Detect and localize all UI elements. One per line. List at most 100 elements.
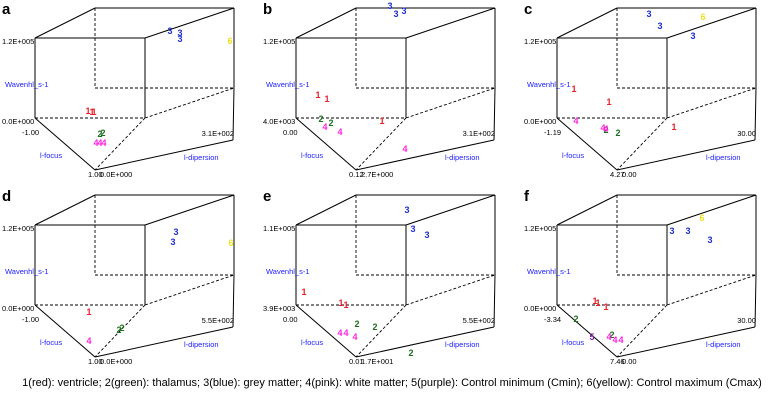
panel-label: b <box>263 1 272 18</box>
axis-title-l-focus: l-focus <box>301 151 323 160</box>
data-point-2: 2 <box>119 323 124 333</box>
axis-title-l-focus: l-focus <box>301 338 323 347</box>
cube-edge <box>754 274 757 328</box>
data-point-3: 3 <box>669 226 674 236</box>
data-point-4: 4 <box>573 116 578 126</box>
data-point-2: 2 <box>408 348 413 358</box>
cube-edge <box>34 194 96 226</box>
tick-label: 0.01 <box>349 357 364 366</box>
data-point-4: 4 <box>352 332 357 342</box>
tick-label: 3.1E+002 <box>463 129 495 138</box>
cube-hidden-edge <box>666 274 757 306</box>
panel-label: d <box>2 188 11 205</box>
axis-title-wavenhl: Wavenhl_s-1 <box>527 80 571 89</box>
cube-edge <box>666 194 757 226</box>
axis-title-l-dipersion: l-dipersion <box>706 340 741 349</box>
tick-label: 1.00 <box>88 170 103 179</box>
cube-hidden-edge <box>405 274 496 306</box>
axis-title-wavenhl: Wavenhl_s-1 <box>527 267 571 276</box>
data-point-1: 1 <box>603 302 608 312</box>
cube-hidden-edge <box>405 87 496 119</box>
tick-label: 0.0E+000 <box>524 304 556 313</box>
tick-label: 30.00 <box>737 129 756 138</box>
tick-label: 0.0E+000 <box>2 117 34 126</box>
cube-hidden-edge <box>94 304 146 358</box>
data-point-2: 2 <box>615 128 620 138</box>
data-point-1: 1 <box>85 106 90 116</box>
cube-hidden-edge <box>144 87 235 119</box>
cube-edge <box>232 274 235 328</box>
data-point-3: 3 <box>707 235 712 245</box>
tick-label: 0.0E+000 <box>100 170 132 179</box>
data-point-4: 4 <box>612 335 617 345</box>
cube-edge <box>355 139 495 171</box>
tick-label: 2.7E+000 <box>361 170 393 179</box>
data-point-2: 2 <box>354 319 359 329</box>
cube-edge <box>295 7 357 39</box>
cube-hidden-edge <box>355 117 407 171</box>
data-point-5: 5 <box>589 332 594 342</box>
data-point-2: 2 <box>603 125 608 135</box>
data-point-1: 1 <box>86 307 91 317</box>
data-point-3: 3 <box>177 28 182 38</box>
data-point-1: 1 <box>571 84 576 94</box>
data-point-1: 1 <box>91 107 96 117</box>
cube-edge <box>556 194 618 226</box>
data-point-2: 2 <box>328 118 333 128</box>
tick-label: 0.0E+000 <box>100 357 132 366</box>
data-point-1: 1 <box>301 287 306 297</box>
tick-label: 4.0E+003 <box>263 117 295 126</box>
cube-edge <box>616 326 756 358</box>
cube-edge <box>94 139 234 171</box>
data-point-3: 3 <box>424 230 429 240</box>
cube-edge <box>556 7 618 39</box>
axis-title-wavenhl: Wavenhl_s-1 <box>5 80 49 89</box>
data-point-6: 6 <box>699 213 704 223</box>
cube-edge <box>34 117 96 171</box>
cube-edge <box>295 304 357 358</box>
data-point-2: 2 <box>609 330 614 340</box>
tick-label: 0.00 <box>622 170 637 179</box>
axis-title-wavenhl: Wavenhl_s-1 <box>5 267 49 276</box>
tick-label: -1.19 <box>544 128 561 137</box>
cube-hidden-edge <box>616 304 668 358</box>
cube-hidden-edge <box>616 117 668 171</box>
tick-label: 3.9E+003 <box>263 304 295 313</box>
tick-label: 0.0E+000 <box>524 117 556 126</box>
tick-label: 1.2E+005 <box>2 37 34 46</box>
data-point-1: 1 <box>592 296 597 306</box>
data-point-1: 1 <box>606 97 611 107</box>
cube-hidden-edge <box>144 274 235 306</box>
cube-edge <box>295 117 357 171</box>
tick-label: 0.00 <box>283 315 298 324</box>
data-point-3: 3 <box>410 224 415 234</box>
panel-label: f <box>524 188 530 205</box>
data-point-1: 1 <box>315 90 320 100</box>
tick-label: -3.34 <box>544 315 561 324</box>
cube-edge <box>94 326 234 358</box>
data-point-3: 3 <box>685 226 690 236</box>
cube-edge <box>405 194 496 226</box>
data-point-2: 2 <box>100 128 105 138</box>
data-point-1: 1 <box>379 116 384 126</box>
tick-label: 1.2E+005 <box>263 37 295 46</box>
figure-caption: 1(red): ventricle; 2(green): thalamus; 3… <box>22 377 762 389</box>
axis-title-wavenhl: Wavenhl_s-1 <box>266 267 310 276</box>
data-point-6: 6 <box>228 238 233 248</box>
tick-label: 5.5E+002 <box>463 316 495 325</box>
tick-label: 0.00 <box>283 128 298 137</box>
data-point-3: 3 <box>173 227 178 237</box>
cube-edge <box>355 326 495 358</box>
data-point-3: 3 <box>646 9 651 19</box>
data-point-3: 3 <box>401 6 406 16</box>
cube-edge <box>232 87 235 141</box>
data-point-4: 4 <box>343 328 348 338</box>
tick-label: 0.12 <box>349 170 364 179</box>
cube-edge <box>144 7 235 39</box>
cube-edge <box>493 274 496 328</box>
cube-hidden-edge <box>355 304 407 358</box>
